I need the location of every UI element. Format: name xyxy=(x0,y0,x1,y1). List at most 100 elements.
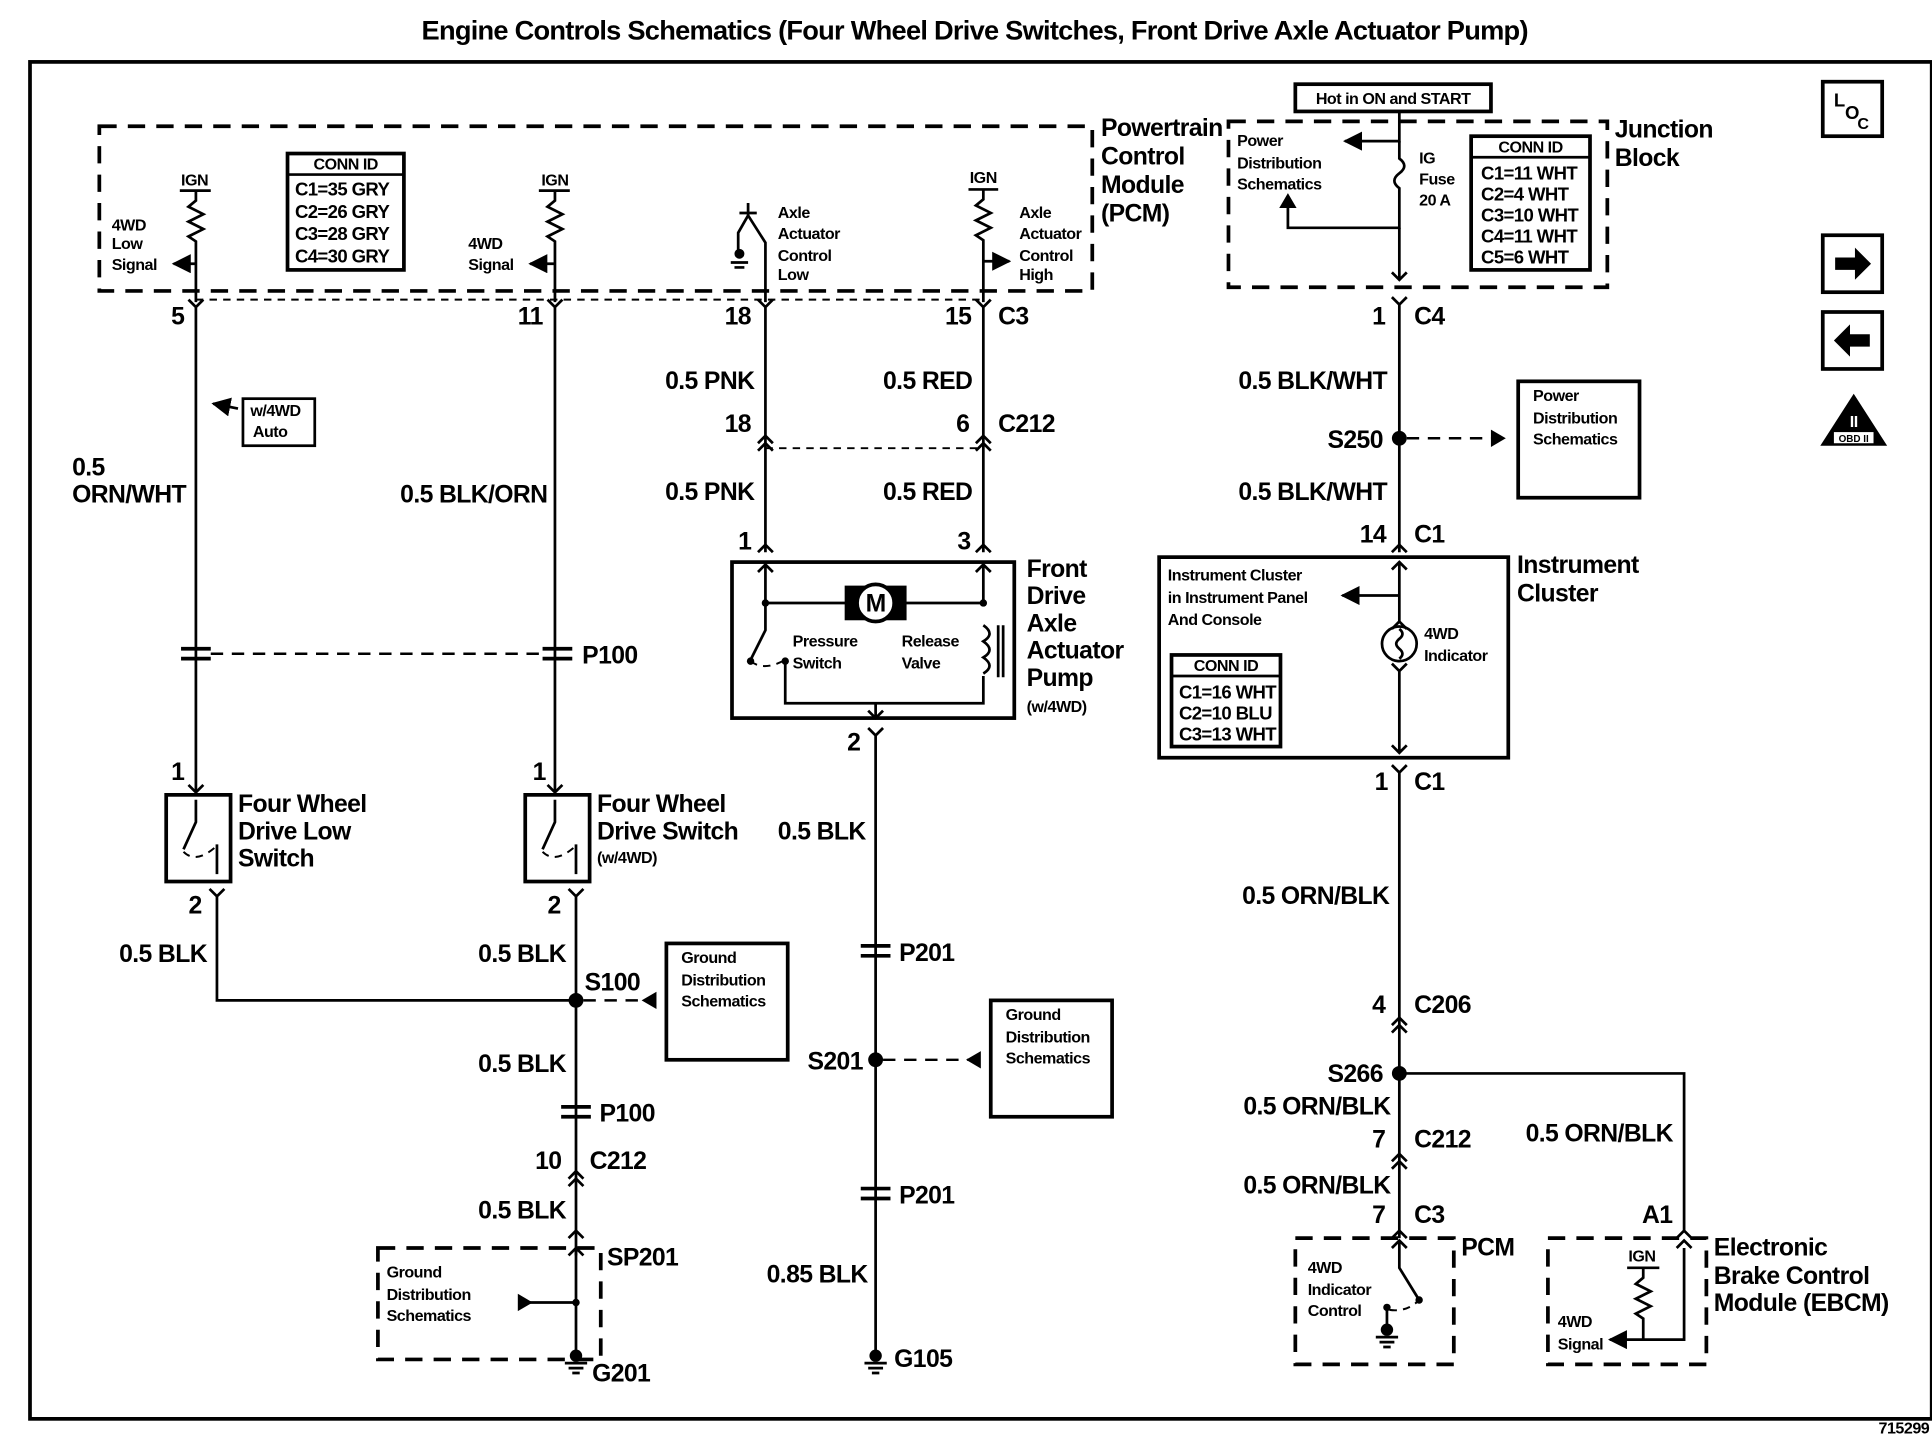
sp201-ground-box xyxy=(376,1246,603,1362)
svg-text:PCM: PCM xyxy=(1461,1234,1514,1261)
svg-text:II: II xyxy=(1850,413,1858,431)
ign-label: IGN xyxy=(541,172,568,190)
pcm-name: (PCM) xyxy=(1101,201,1170,228)
svg-text:Control: Control xyxy=(778,247,832,265)
svg-text:S201: S201 xyxy=(808,1049,864,1076)
svg-text:0.5 PNK: 0.5 PNK xyxy=(665,479,755,506)
svg-text:4WD: 4WD xyxy=(1424,625,1458,643)
svg-text:Schematics: Schematics xyxy=(1533,430,1618,448)
svg-text:4: 4 xyxy=(1372,992,1386,1019)
svg-text:Signal: Signal xyxy=(1558,1336,1603,1354)
svg-text:C212: C212 xyxy=(1414,1127,1471,1154)
svg-text:Valve: Valve xyxy=(902,655,941,673)
four-wheel-drive-low-switch xyxy=(164,793,233,884)
svg-text:Ground: Ground xyxy=(387,1264,442,1282)
ign-label: IGN xyxy=(970,169,997,187)
svg-text:P100: P100 xyxy=(600,1101,655,1128)
svg-text:P201: P201 xyxy=(899,1182,955,1209)
inline-connector-icon xyxy=(181,646,211,661)
inline-connector-icon xyxy=(860,1186,891,1201)
svg-text:Axle: Axle xyxy=(1027,610,1077,637)
inline-connector-icon xyxy=(860,944,891,958)
svg-text:Instrument: Instrument xyxy=(1517,552,1639,579)
pcm-name: Control xyxy=(1101,144,1185,171)
next-page-button[interactable] xyxy=(1820,233,1885,295)
svg-text:Four Wheel: Four Wheel xyxy=(597,791,726,818)
svg-text:A1: A1 xyxy=(1642,1202,1673,1229)
svg-text:0.5 BLK: 0.5 BLK xyxy=(478,1197,567,1224)
fuse-icon xyxy=(1286,141,1406,230)
svg-text:C1: C1 xyxy=(1414,521,1445,548)
resistor-icon xyxy=(544,190,566,291)
svg-text:0.85 BLK: 0.85 BLK xyxy=(767,1262,869,1289)
svg-text:in Instrument Panel: in Instrument Panel xyxy=(1168,589,1308,607)
ground-icon xyxy=(864,1349,887,1375)
circuit-4wd-low: 5 w/4WD Auto 0.5 ORN/WHT 1 Four Wheel Dr… xyxy=(72,292,575,1002)
svg-text:Indicator: Indicator xyxy=(1308,1281,1373,1299)
svg-text:Switch: Switch xyxy=(238,846,314,873)
circuit-4wd-signal: 11 0.5 BLK/ORN P100 1 Four Wheel Drive S… xyxy=(376,292,790,1388)
svg-text:Axle: Axle xyxy=(778,204,811,222)
svg-text:0.5 RED: 0.5 RED xyxy=(883,368,972,395)
ground-icon xyxy=(564,1349,588,1375)
svg-text:20 A: 20 A xyxy=(1419,192,1451,210)
svg-text:Actuator: Actuator xyxy=(1027,638,1125,665)
loc-icon-l: L xyxy=(1834,89,1845,110)
loc-button[interactable]: L O C xyxy=(1820,79,1885,139)
ground-distribution-ref-1[interactable]: Ground Distribution Schematics xyxy=(664,941,790,1062)
svg-text:C1=11 WHT: C1=11 WHT xyxy=(1481,163,1578,184)
svg-text:18: 18 xyxy=(725,411,751,438)
svg-text:C2=4 WHT: C2=4 WHT xyxy=(1481,184,1570,205)
svg-text:OBD II: OBD II xyxy=(1839,434,1869,445)
svg-text:SP201: SP201 xyxy=(607,1244,679,1271)
svg-text:C2=10 BLU: C2=10 BLU xyxy=(1179,702,1272,723)
svg-text:11: 11 xyxy=(518,303,544,330)
svg-text:CONN ID: CONN ID xyxy=(1194,657,1258,675)
svg-text:Low: Low xyxy=(112,235,144,253)
svg-text:Electronic: Electronic xyxy=(1714,1234,1828,1261)
circuit-axle-actuator: 18 15 C3 0.5 PNK 0.5 RED 18 6 C212 0.5 P… xyxy=(665,292,1125,1375)
pcm-name: Powertrain xyxy=(1101,115,1223,142)
svg-text:Signal: Signal xyxy=(112,256,157,274)
svg-text:1: 1 xyxy=(533,759,547,786)
svg-text:4WD: 4WD xyxy=(112,216,146,234)
indicator-lamp-icon xyxy=(1380,625,1419,663)
svg-text:4WD: 4WD xyxy=(1308,1259,1342,1277)
svg-text:S250: S250 xyxy=(1328,427,1383,454)
svg-text:0.5 BLK/ORN: 0.5 BLK/ORN xyxy=(400,482,547,509)
ebcm-module: Electronic Brake Control Module (EBCM) I… xyxy=(1546,1234,1890,1367)
svg-text:0.5 RED: 0.5 RED xyxy=(883,479,972,506)
svg-text:C3: C3 xyxy=(1414,1202,1444,1229)
svg-text:3: 3 xyxy=(957,529,970,556)
svg-text:C4: C4 xyxy=(1414,303,1445,330)
svg-text:M: M xyxy=(866,591,886,618)
svg-text:1: 1 xyxy=(1372,303,1386,330)
svg-text:(w/4WD): (w/4WD) xyxy=(597,849,657,867)
svg-text:Control: Control xyxy=(1019,247,1073,265)
junction-block: Hot in ON and START Junction Block Power… xyxy=(1226,82,1714,290)
svg-text:C1=35 GRY: C1=35 GRY xyxy=(295,179,391,200)
jb-conn-id-table: CONN ID C1=11 WHT C2=4 WHT C3=10 WHT C4=… xyxy=(1469,134,1592,272)
svg-text:S266: S266 xyxy=(1328,1061,1383,1088)
svg-text:(w/4WD): (w/4WD) xyxy=(1027,698,1087,716)
svg-text:P100: P100 xyxy=(582,643,637,670)
motor-icon: M xyxy=(844,582,907,624)
svg-text:10: 10 xyxy=(535,1148,561,1175)
svg-text:C212: C212 xyxy=(998,411,1055,438)
svg-text:C4=30 GRY: C4=30 GRY xyxy=(295,245,391,266)
svg-text:18: 18 xyxy=(725,303,751,330)
svg-text:CONN ID: CONN ID xyxy=(314,156,378,174)
svg-text:And Console: And Console xyxy=(1168,611,1262,629)
svg-text:4WD: 4WD xyxy=(1558,1313,1592,1331)
ground-distribution-ref-2[interactable]: Ground Distribution Schematics xyxy=(988,998,1114,1119)
svg-text:P201: P201 xyxy=(899,940,955,967)
instrument-cluster xyxy=(1157,555,1511,760)
power-distribution-ref[interactable]: Power Distribution Schematics xyxy=(1516,379,1642,500)
svg-text:w/4WD: w/4WD xyxy=(249,402,300,420)
svg-text:Signal: Signal xyxy=(468,256,513,274)
pcm-indicator-control: PCM 4WD Indicator Control xyxy=(1293,1234,1515,1367)
prev-page-button[interactable] xyxy=(1820,310,1885,371)
svg-text:Module (EBCM): Module (EBCM) xyxy=(1714,1290,1889,1317)
ign-label: IGN xyxy=(181,172,208,190)
svg-text:0.5 BLK: 0.5 BLK xyxy=(478,1051,567,1078)
